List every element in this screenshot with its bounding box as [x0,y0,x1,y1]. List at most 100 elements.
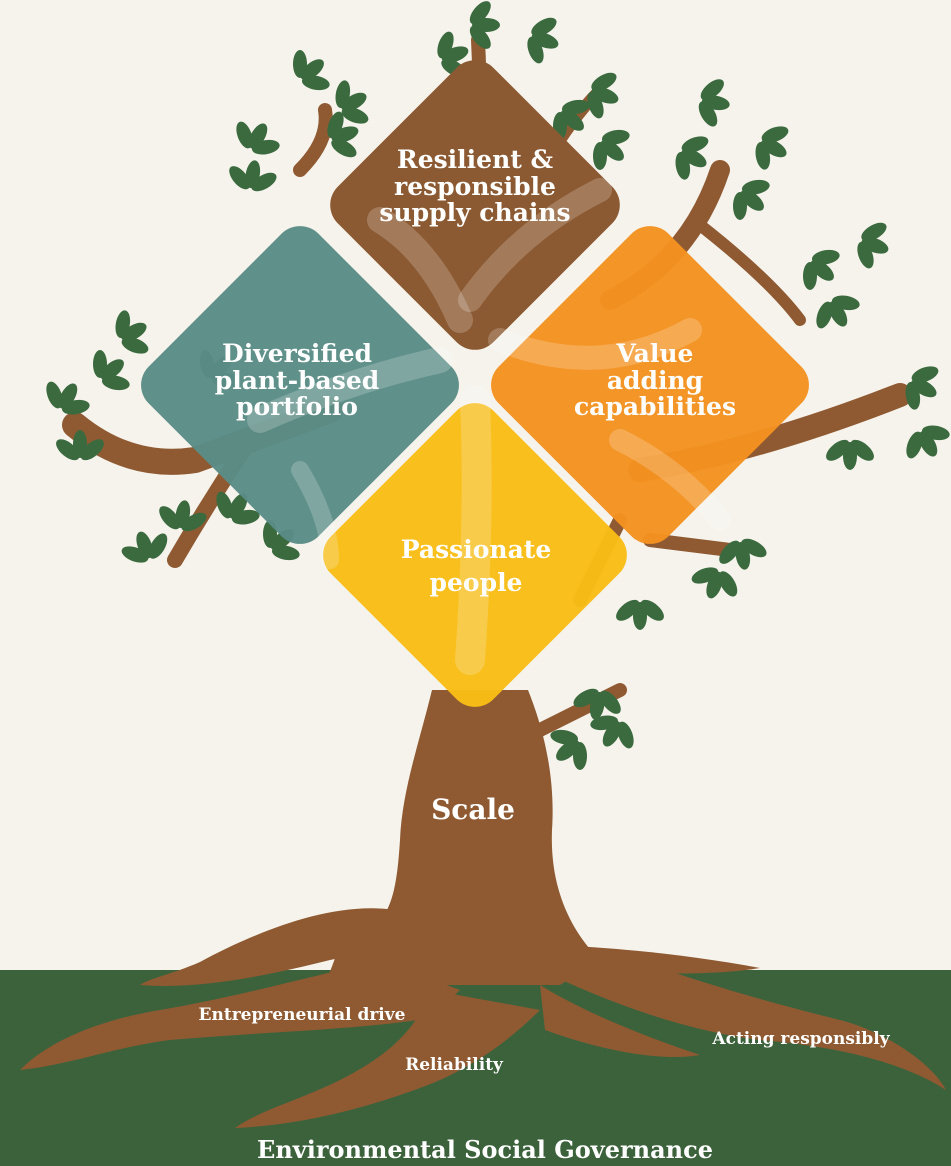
leaf-shape [590,715,619,731]
portfolio-diamond [141,226,459,544]
leaf-shape [341,107,369,124]
leaf-shape [616,599,640,621]
root-label-reliability: Reliability [405,1055,503,1075]
leaf-shape [301,75,330,91]
leaf-shape [231,509,260,525]
leaf-shape [331,126,359,143]
people-label: Passionate people [401,534,551,599]
leaf-shape [911,366,939,383]
supply-chains-line-3: supply chains [379,198,571,227]
leaf-shape [857,241,874,269]
leaf-shape [531,17,557,37]
leaf-shape [136,531,153,559]
leaf-shape [121,337,149,354]
leaf-shape [828,301,848,327]
leaf-shape [556,739,580,761]
leaf-shape [527,36,544,64]
leaf-shape [573,688,599,708]
leaf-shape [755,141,771,170]
root-label-entrepreneurial: Entrepreneurial drive [198,1005,406,1025]
leaf-shape [251,139,280,155]
leaf-shape [741,538,767,558]
trunk-label: Scale [431,793,515,826]
leaf-shape [441,46,469,63]
branch-overlay [247,178,731,675]
leaf-shape [148,533,168,559]
leaf-shape [733,192,747,220]
tree-roots [20,908,946,1128]
leaf-shape [469,25,491,49]
leaf-shape [587,91,604,119]
leaf-shape [850,439,874,461]
leaf-shape [58,383,78,409]
leaf-shape [761,138,787,158]
leaf-shape [602,721,622,747]
leaf-shape [861,222,887,242]
leaf-shape [761,126,789,143]
value-adding-line-2: adding [606,365,704,395]
leaf-shape [698,101,718,127]
leaf-shape [740,189,764,211]
leaf-shape [700,79,724,101]
leaf-shape [56,439,80,461]
value-adding-line-1: Value [616,339,694,368]
leaf-shape [228,493,248,519]
leaf-shape [121,322,147,342]
leaf-shape [216,491,233,519]
leaf-shape [810,259,834,281]
leaf-shape [300,59,324,81]
leaf-shape [600,139,624,161]
pillar-diamonds [141,60,809,707]
value-adding-label: Value adding capabilities [573,339,737,421]
value-adding-line-3: capabilities [573,392,737,421]
leaf-shape [640,599,664,621]
leaf-shape [675,151,691,180]
leaf-shape [100,359,124,381]
leaf-shape [803,262,817,290]
value-adding-diamond [491,226,809,544]
leaf-shape [826,439,850,461]
leaf-shape [46,381,63,409]
people-line-1: Passionate [400,535,552,564]
leaf-shape [681,148,707,168]
leaf-shape [593,142,607,170]
leaf-shape [617,721,634,749]
leaf-shape [816,301,833,329]
leaf-shape [911,378,937,398]
leaf-shape [61,399,90,415]
leaf-shape [918,431,938,457]
leaf-shape [550,729,579,745]
portfolio-label: Diversified plant-based portfolio [214,339,380,421]
portfolio-line-2: plant-based [214,365,380,395]
leaf-shape [906,431,923,459]
leaf-shape [681,136,709,153]
leaf-shape [560,109,584,131]
leaf-shape [271,545,300,561]
leaf-shape [251,172,277,192]
portfolio-line-3: portfolio [236,392,358,421]
leaf-shape [229,166,251,190]
leaf-shape [905,381,921,410]
leaf-shape [80,439,104,461]
supply-chains-line-1: Resilient & [396,145,554,174]
leaf-shape [599,690,621,714]
leaf-shape [159,506,181,530]
tree-leaves [46,1,950,770]
root-label-acting: Acting responsibly [712,1029,890,1049]
people-diamond [323,403,627,707]
leaf-shape [341,92,367,112]
ground-label: Environmental Social Governance [257,1135,713,1164]
leaf-shape [469,1,491,25]
leaf-shape [101,375,130,391]
leaf-shape [236,121,253,149]
portfolio-line-1: Diversified [222,339,372,368]
supply-chains-label: Resilient & responsible supply chains [379,145,571,227]
leaf-shape [591,72,617,92]
leaf-shape [331,138,357,158]
leaf-shape [719,540,741,564]
leaf-shape [691,567,719,584]
supply-chains-diamond [330,60,620,350]
people-line-2: people [429,567,523,597]
